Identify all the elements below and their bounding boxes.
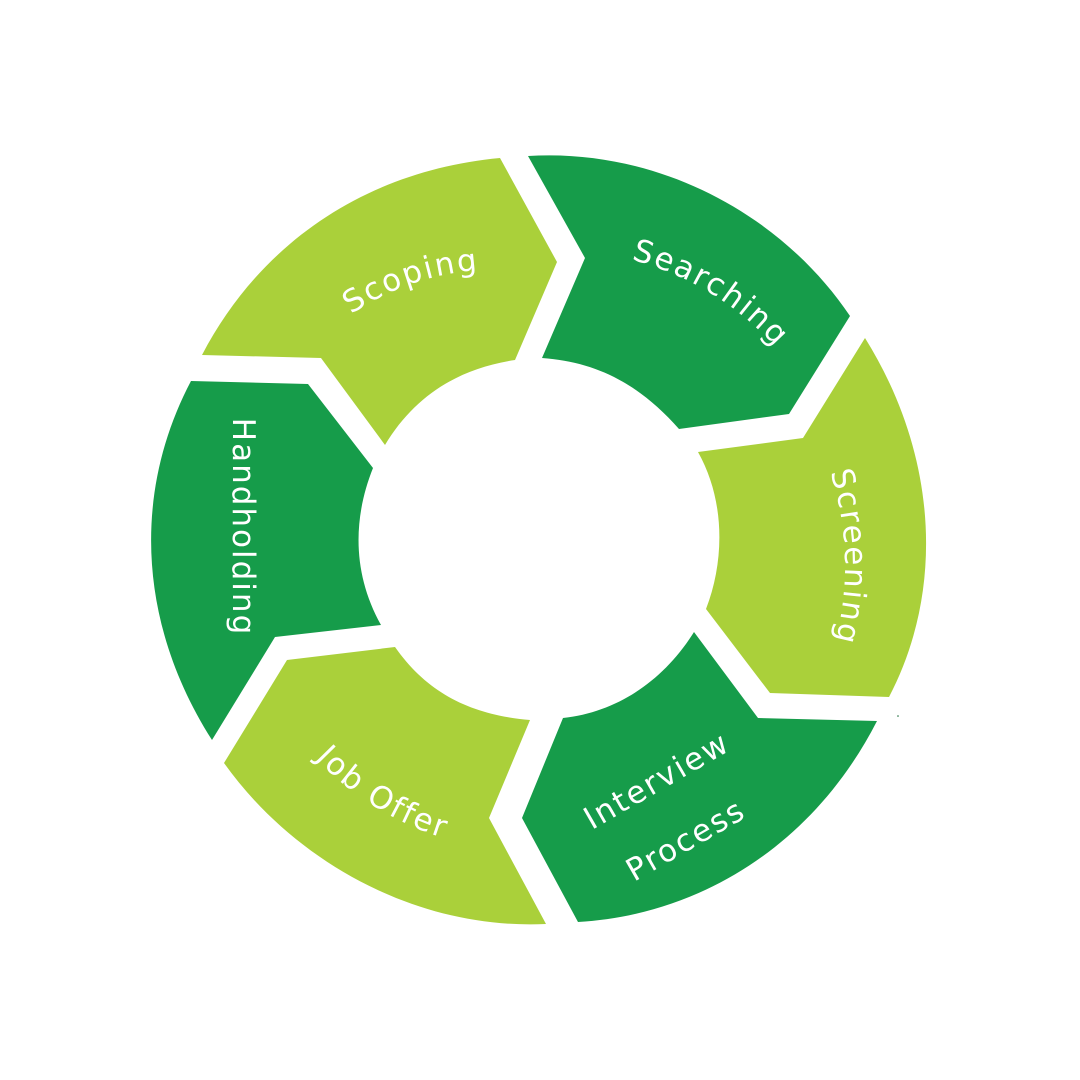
segment-label-handholding: Handholding [225, 418, 261, 636]
segment-interview-process [522, 632, 877, 922]
segment-searching [528, 155, 850, 429]
segment-handholding [151, 381, 381, 740]
segment-screening [698, 338, 927, 697]
segment-job-offer [224, 647, 546, 925]
speck [897, 715, 899, 717]
segment-scoping [202, 158, 557, 445]
